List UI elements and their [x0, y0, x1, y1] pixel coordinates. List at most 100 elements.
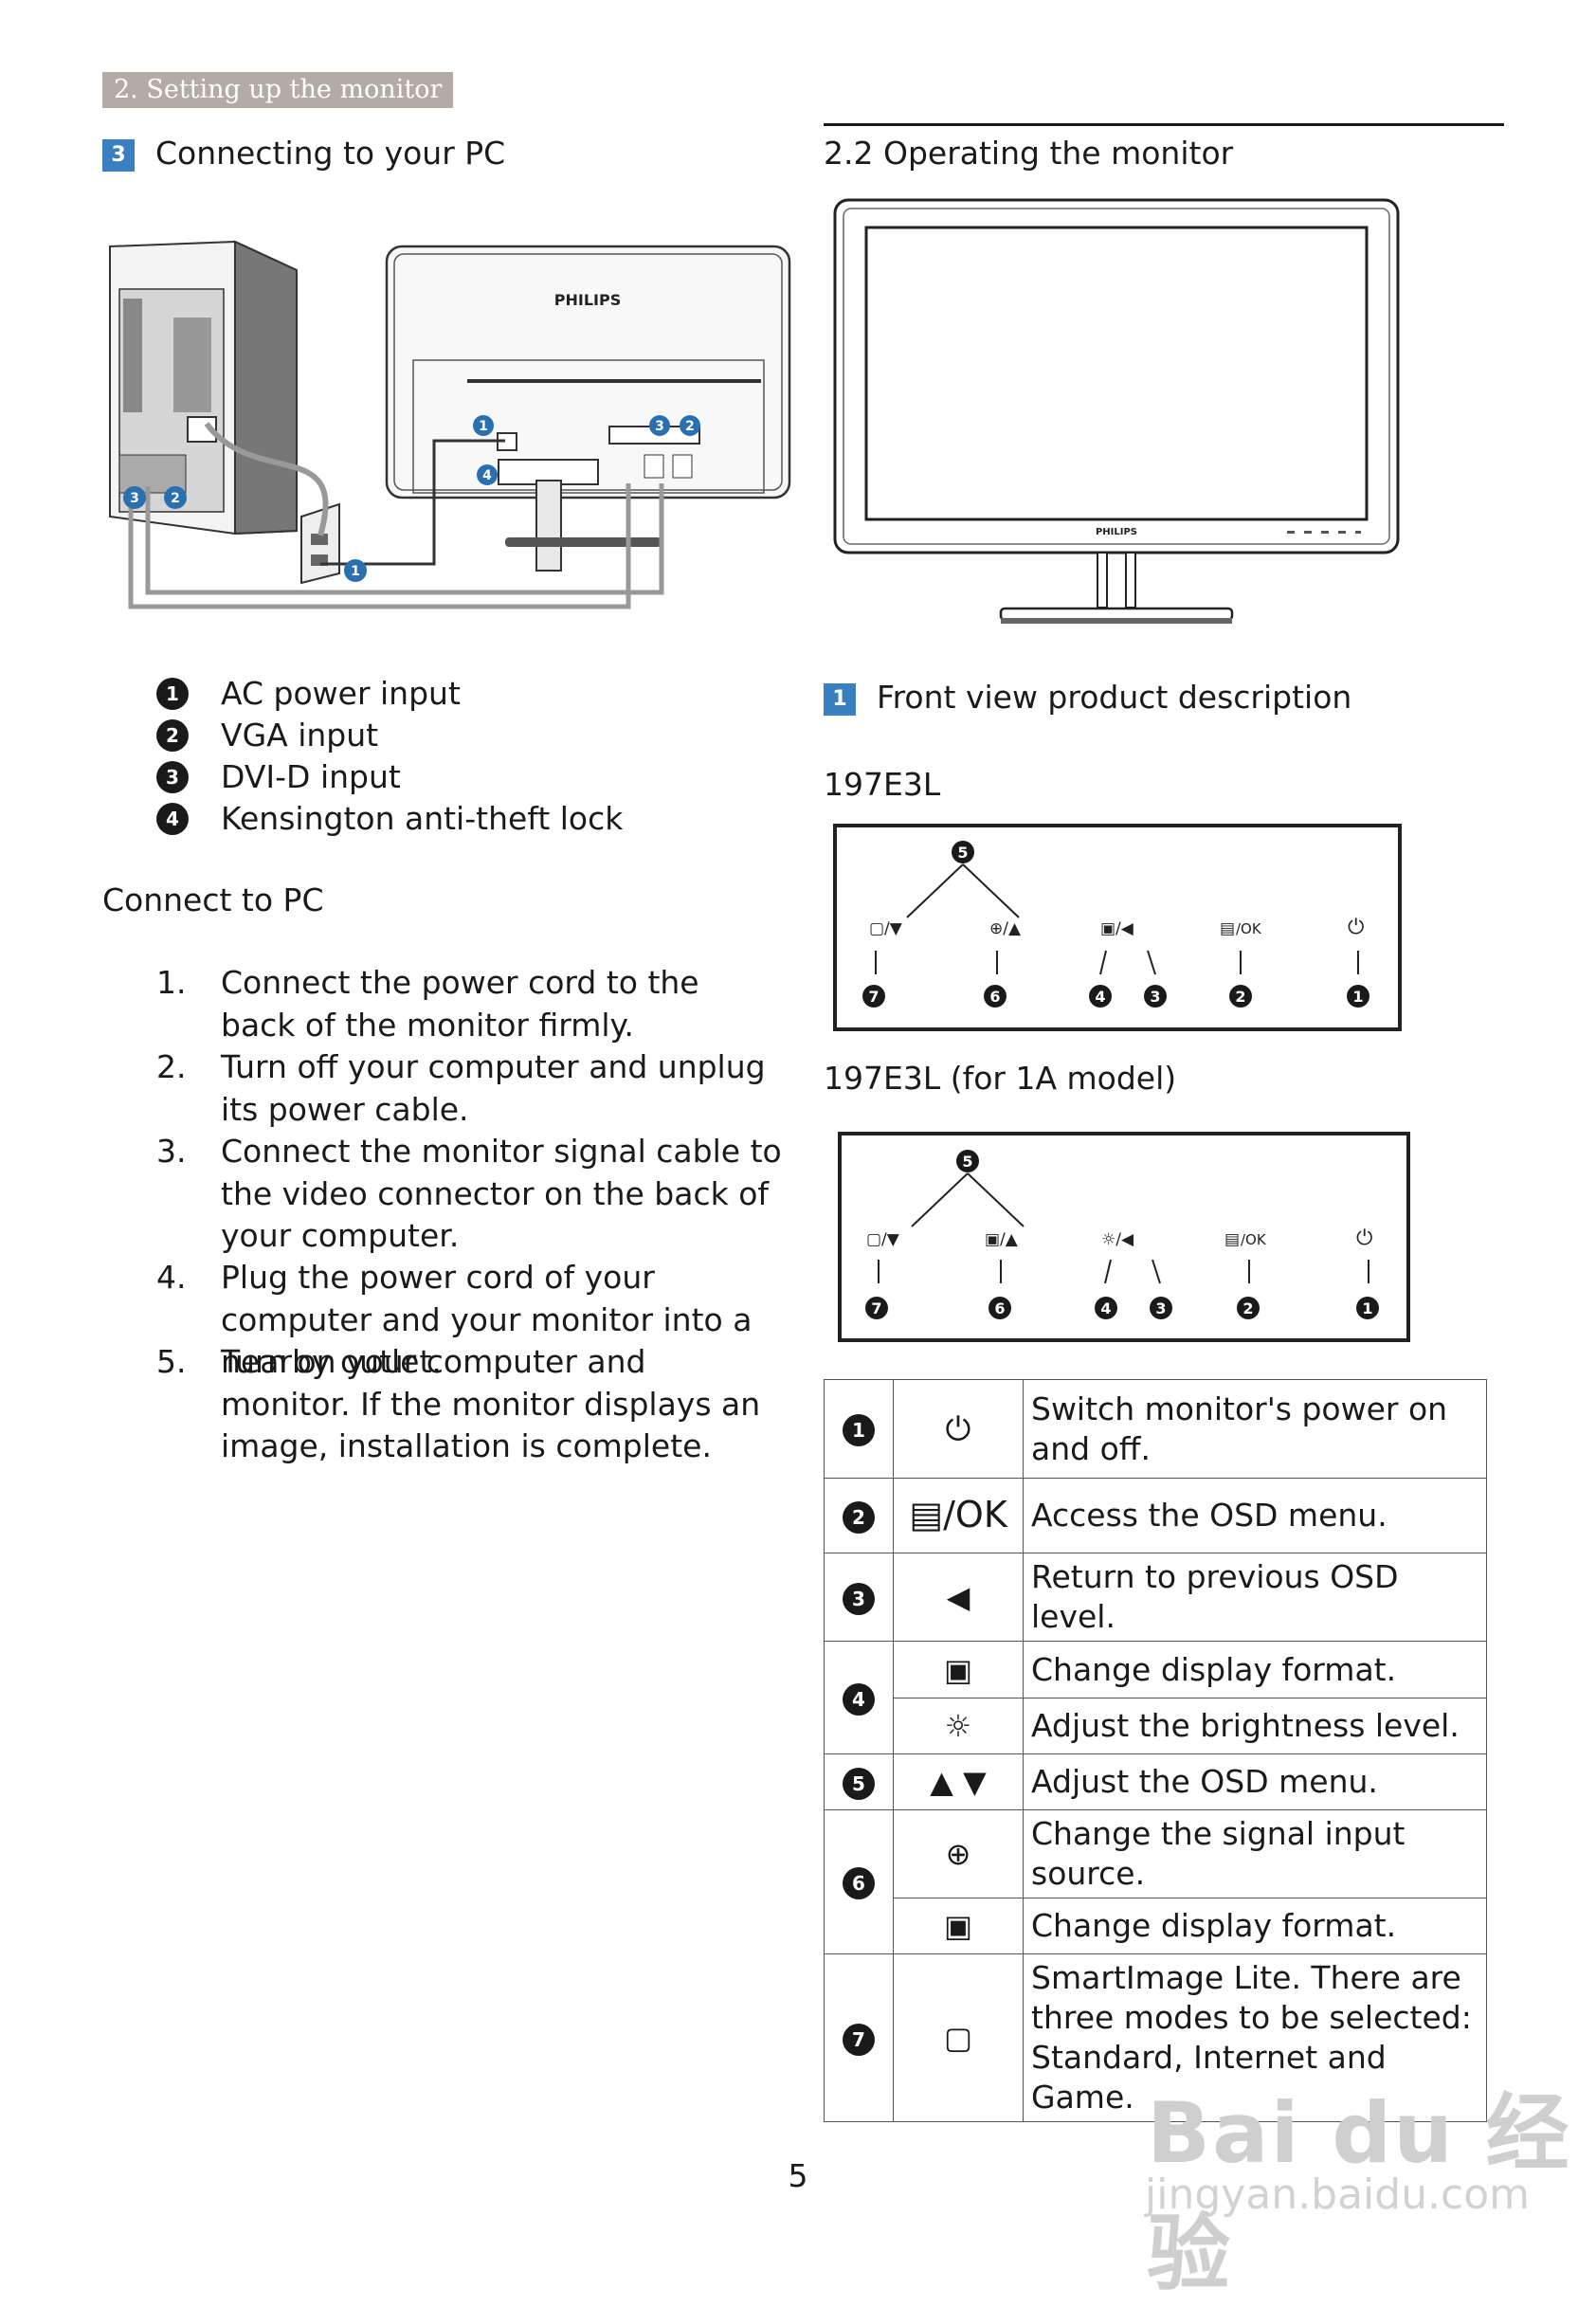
svg-text:▤: ▤ — [1224, 1230, 1240, 1249]
svg-text:6: 6 — [989, 988, 1000, 1006]
svg-text:4: 4 — [1100, 1299, 1111, 1317]
row-number-badge: 1 — [843, 1414, 875, 1446]
step-item: 4.Plug the power cord of your computer a… — [156, 1259, 753, 1380]
philips-front-logo: PHILIPS — [1096, 527, 1137, 537]
step-item: 2.Turn off your computer and unplug its … — [156, 1048, 766, 1128]
cables — [128, 422, 664, 609]
monitor-back-illustration: PHILIPS — [385, 245, 791, 572]
svg-text:5: 5 — [957, 844, 968, 862]
section-title: Connecting to your PC — [155, 135, 506, 172]
svg-text:1: 1 — [479, 419, 488, 434]
svg-text:3: 3 — [130, 491, 139, 506]
row-description: Change the signal input source. — [1023, 1809, 1487, 1898]
row-description: Adjust the OSD menu. — [1023, 1753, 1487, 1810]
display-format-icon: ▣ — [943, 1908, 973, 1944]
section-heading-connecting: 3 Connecting to your PC — [102, 135, 505, 173]
row-number-badge: 2 — [843, 1500, 875, 1534]
row-description: Change display format. — [1023, 1641, 1487, 1698]
up-down-arrows-icon: ▲ ▼ — [930, 1764, 987, 1800]
row-number-badge: 6 — [843, 1867, 875, 1899]
svg-text:⏻: ⏻ — [1356, 1226, 1372, 1250]
section-number-badge: 1 — [824, 683, 856, 716]
table-row: 4 ▣ Change display format. — [824, 1641, 1487, 1754]
connection-diagram: PHILIPS 1 4 3 2 3 2 1 — [109, 240, 791, 609]
model-label-1: 197E3L — [824, 766, 941, 803]
svg-text:/OK: /OK — [1241, 1231, 1267, 1248]
power-icon: ⏻ — [945, 1409, 971, 1448]
button-panel-197e3l: 5 ▢/▼ ⊕/▲ ▣/◀ ▤ /OK ⏻ 7 6 4 3 2 1 — [833, 824, 1402, 1031]
baidu-watermark-url: jingyan.baidu.com — [1145, 2171, 1531, 2219]
page-number: 5 — [788, 2157, 808, 2194]
table-row: 5 ▲ ▼ Adjust the OSD menu. — [824, 1753, 1487, 1810]
svg-text:⏻: ⏻ — [1348, 916, 1364, 939]
diagram-callouts: 1 4 3 2 3 2 1 — [123, 415, 700, 582]
pc-tower-illustration — [109, 240, 298, 536]
philips-back-logo: PHILIPS — [554, 291, 621, 309]
breadcrumb: 2. Setting up the monitor — [102, 72, 454, 108]
left-arrow-icon: ◀ — [946, 1579, 970, 1615]
svg-text:2: 2 — [1235, 988, 1245, 1006]
svg-text:3: 3 — [655, 419, 664, 434]
svg-text:2: 2 — [171, 491, 180, 506]
svg-text:⊕/▲: ⊕/▲ — [989, 919, 1022, 938]
header-rule — [824, 123, 1504, 126]
display-format-icon: ▣ — [943, 1651, 973, 1688]
monitor-front-illustration: PHILIPS — [833, 198, 1400, 624]
connect-to-pc-heading: Connect to PC — [102, 881, 324, 918]
svg-text:1: 1 — [351, 564, 360, 579]
svg-text:2: 2 — [1242, 1299, 1253, 1317]
svg-text:▢/▼: ▢/▼ — [866, 1230, 900, 1249]
row-number-badge: 3 — [843, 1582, 875, 1615]
button-panel-197e3l-1a: 5 ▢/▼ ▣/▲ ☼/◀ ▤ /OK ⏻ 7 6 4 3 2 1 — [838, 1132, 1410, 1342]
operating-heading: 2.2 Operating the monitor — [824, 135, 1234, 172]
table-row: ▣ Change display format. — [825, 1898, 1487, 1954]
table-row: 1 ⏻ Switch monitor's power on and off. — [824, 1379, 1487, 1479]
button-description-table: 1 ⏻ Switch monitor's power on and off. 2… — [824, 1379, 1487, 2122]
smartimage-icon: ▢ — [943, 2020, 973, 2056]
table-row: 6 ⊕ Change the signal input source. — [824, 1809, 1487, 1954]
brightness-icon: ☼ — [944, 1708, 972, 1744]
svg-text:6: 6 — [994, 1299, 1005, 1317]
row-description: Adjust the brightness level. — [1023, 1698, 1487, 1754]
step-item: 5.Turn on your computer and monitor. If … — [156, 1343, 761, 1464]
table-row: 7 ▢ SmartImage Lite. There are three mod… — [824, 1953, 1487, 2122]
svg-text:2: 2 — [685, 419, 695, 434]
wall-outlet-illustration — [300, 502, 340, 585]
row-description: SmartImage Lite. There are three modes t… — [1023, 1953, 1487, 2122]
svg-text:▣/◀: ▣/◀ — [1100, 919, 1134, 938]
model-label-2: 197E3L (for 1A model) — [824, 1060, 1177, 1097]
svg-text:▤: ▤ — [1220, 919, 1235, 938]
svg-text:5: 5 — [962, 1153, 972, 1171]
section-number-badge: 3 — [102, 139, 135, 172]
svg-text:1: 1 — [1352, 988, 1363, 1006]
svg-text:3: 3 — [1150, 988, 1160, 1006]
row-description: Return to previous OSD level. — [1023, 1553, 1487, 1642]
row-description: Switch monitor's power on and off. — [1023, 1379, 1487, 1479]
row-description: Change display format. — [1023, 1898, 1487, 1954]
svg-text:4: 4 — [1095, 988, 1105, 1006]
svg-text:▣/▲: ▣/▲ — [985, 1230, 1019, 1249]
svg-text:4: 4 — [482, 468, 492, 483]
svg-text:☼/◀: ☼/◀ — [1101, 1230, 1134, 1249]
svg-text:3: 3 — [1155, 1299, 1166, 1317]
svg-text:7: 7 — [868, 988, 879, 1006]
row-description: Access the OSD menu. — [1023, 1478, 1487, 1553]
table-row: ☼ Adjust the brightness level. — [825, 1698, 1487, 1754]
svg-text:/OK: /OK — [1236, 920, 1262, 937]
svg-text:1: 1 — [1362, 1299, 1372, 1317]
input-source-icon: ⊕ — [945, 1836, 971, 1872]
table-row: 2 ▤/OK Access the OSD menu. — [824, 1478, 1487, 1553]
menu-ok-icon: ▤/OK — [909, 1494, 1007, 1535]
step-item: 1.Connect the power cord to the back of … — [156, 964, 699, 1044]
table-row: 3 ◀ Return to previous OSD level. — [824, 1553, 1487, 1642]
row-number-badge: 4 — [843, 1682, 875, 1716]
row-number-badge: 5 — [843, 1767, 875, 1800]
step-item: 3.Connect the monitor signal cable to th… — [156, 1133, 782, 1254]
svg-text:▢/▼: ▢/▼ — [869, 919, 903, 938]
row-number-badge: 7 — [843, 2023, 875, 2056]
